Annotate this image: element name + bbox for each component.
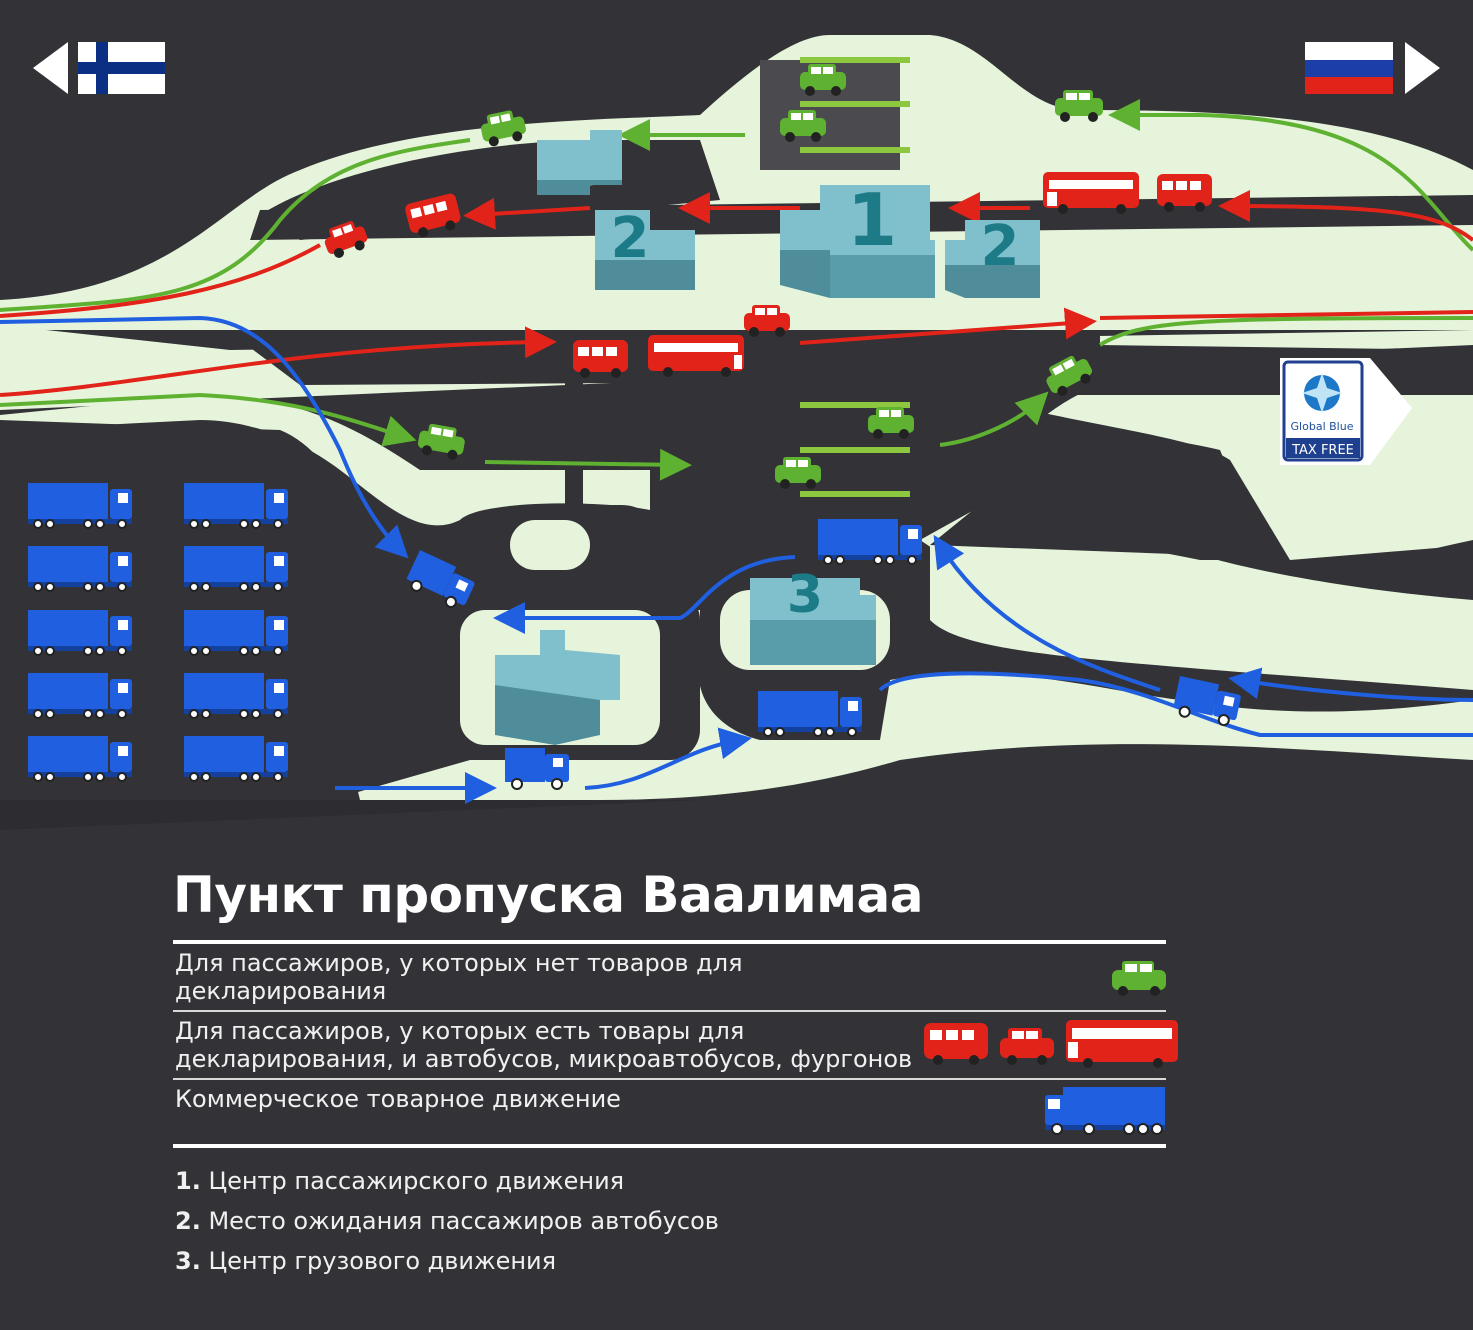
- car-icon: [1046, 355, 1092, 396]
- finland-direction: [33, 42, 165, 94]
- van-icon: [1157, 174, 1212, 212]
- truck-icon: [183, 735, 289, 782]
- blue-trucks: [27, 482, 1241, 790]
- truck-icon: [183, 482, 289, 529]
- van-icon: [924, 1023, 988, 1065]
- bus-icon: [648, 335, 744, 377]
- building-label-2b: 2: [981, 214, 1020, 279]
- car-icon: [481, 110, 526, 147]
- buildings: 2 1 2 3: [495, 130, 1040, 745]
- bus-icon: [1066, 1020, 1178, 1068]
- truck-icon: [27, 609, 133, 656]
- truck-icon: [757, 690, 863, 737]
- arrow-left-icon: [33, 42, 68, 94]
- building-label-3: 3: [787, 565, 823, 625]
- building-label-2a: 2: [611, 206, 650, 271]
- truck-icon: [28, 483, 132, 529]
- russia-flag: [1305, 42, 1393, 94]
- legend-text-green: Для пассажиров, у которых нет товаров дл…: [175, 949, 743, 1005]
- car-booths: [800, 57, 910, 497]
- truck-icon: [505, 748, 569, 790]
- car-icon: [800, 64, 846, 96]
- building-cross-bottom: [495, 630, 620, 745]
- numbered-item-text: Место ожидания пассажиров автобусов: [208, 1207, 719, 1235]
- numbered-item-2: 2. Место ожидания пассажиров автобусов: [175, 1205, 719, 1245]
- legend-car-icon-green: [1112, 961, 1166, 996]
- green-cars: [417, 64, 1103, 489]
- car-icon: [744, 305, 790, 337]
- legend-divider-1: [173, 1010, 1166, 1012]
- building-1: 1: [780, 178, 935, 298]
- arrow-right-icon: [1405, 42, 1440, 94]
- numbered-item-number: 1.: [175, 1167, 201, 1195]
- truck-icon: [27, 672, 133, 719]
- global-blue-star-icon: [1302, 373, 1342, 413]
- tax-free-sign: Global Blue TAX FREE: [1280, 358, 1412, 465]
- truck-icon: [817, 518, 923, 565]
- car-icon: [417, 423, 465, 460]
- page-title: Пункт пропуска Ваалимаа: [173, 866, 923, 924]
- car-icon: [1000, 1028, 1054, 1065]
- finland-flag: [78, 42, 165, 94]
- legend-divider-2: [173, 1078, 1166, 1080]
- car-icon: [868, 407, 914, 439]
- building-3: 3: [750, 565, 876, 665]
- truck-icon: [183, 672, 289, 719]
- legend-red-vehicles: [924, 1020, 1178, 1068]
- checkpoint-map: 2 1 2 3: [0, 35, 1473, 804]
- legend-rule-bottom: [173, 1144, 1166, 1148]
- numbered-item-text: Центр грузового движения: [208, 1247, 557, 1275]
- numbered-item-1: 1. Центр пассажирского движения: [175, 1165, 719, 1205]
- building-label-1: 1: [847, 178, 897, 262]
- russia-direction: [1305, 42, 1440, 94]
- building-small-top: [537, 130, 622, 195]
- legend-rule-top: [173, 940, 1166, 944]
- numbered-legend: 1. Центр пассажирского движения 2. Место…: [175, 1165, 719, 1285]
- legend-truck-icon: [1045, 1087, 1165, 1135]
- building-2-right: 2: [945, 214, 1040, 298]
- truck-icon: [406, 550, 475, 608]
- car-icon: [780, 110, 826, 142]
- building-2-left: 2: [595, 206, 695, 290]
- legend-text-red: Для пассажиров, у которых есть товары дл…: [175, 1017, 913, 1073]
- truck-icon: [27, 545, 133, 592]
- numbered-item-text: Центр пассажирского движения: [208, 1167, 625, 1195]
- truck-icon: [183, 545, 289, 592]
- car-icon: [1055, 90, 1103, 122]
- truck-icon: [1173, 676, 1241, 727]
- legend-text-blue: Коммерческое товарное движение: [175, 1085, 621, 1113]
- red-vehicles: [324, 172, 1212, 378]
- traffic-flows: [0, 99, 1473, 804]
- numbered-item-3: 3. Центр грузового движения: [175, 1245, 719, 1285]
- tax-free-label: TAX FREE: [1291, 443, 1354, 458]
- van-icon: [573, 340, 628, 378]
- bus-icon: [1043, 172, 1139, 214]
- tax-free-brand: Global Blue: [1291, 420, 1354, 433]
- car-icon: [324, 221, 368, 258]
- numbered-item-number: 2.: [175, 1207, 201, 1235]
- truck-icon: [27, 735, 133, 782]
- van-icon: [405, 193, 461, 238]
- truck-icon: [183, 609, 289, 656]
- numbered-item-number: 3.: [175, 1247, 201, 1275]
- car-icon: [775, 457, 821, 489]
